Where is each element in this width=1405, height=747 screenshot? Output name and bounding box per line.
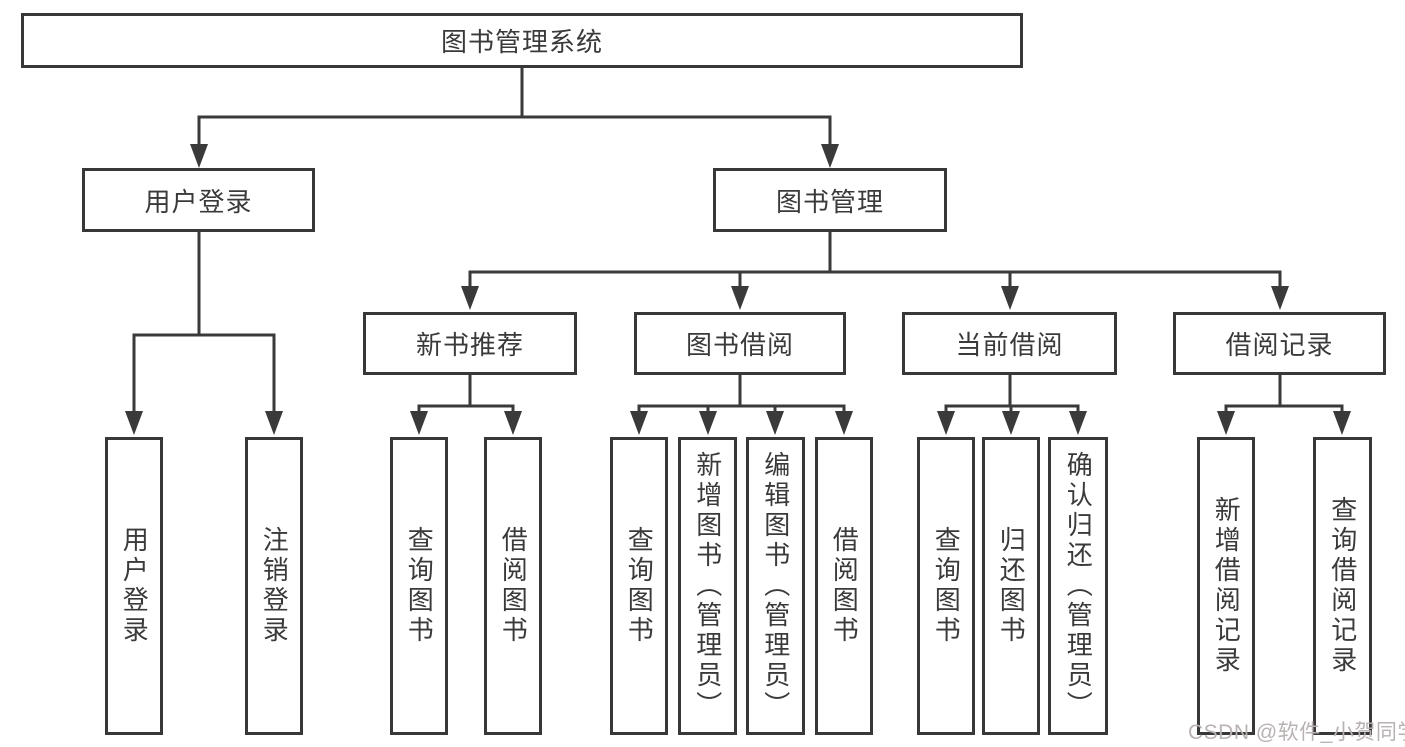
node-label: 查询图书: [624, 526, 655, 646]
node-label: 借阅图书: [498, 526, 529, 646]
leaf-current-query-books: 查询图书: [917, 437, 975, 735]
node-new-book-recommend: 新书推荐: [363, 312, 577, 375]
leaf-user-login: 用户登录: [105, 437, 163, 735]
leaf-logout: 注销登录: [245, 437, 303, 735]
node-label: 查询图书: [404, 526, 435, 646]
node-label: 图书管理: [775, 186, 884, 217]
node-label: 新增借阅记录: [1211, 496, 1242, 676]
node-user-login: 用户登录: [82, 168, 315, 232]
node-label: 确认归还（管理员）: [1063, 451, 1094, 721]
node-book-management: 图书管理: [713, 168, 947, 232]
leaf-recommend-borrow-books: 借阅图书: [484, 437, 542, 735]
arrowheads: [125, 144, 1351, 435]
node-label: 用户登录: [119, 526, 150, 646]
leaf-records-add-borrow-record: 新增借阅记录: [1197, 437, 1255, 735]
node-label: 用户登录: [144, 186, 253, 217]
csdn-watermark: CSDN @软件_小贺同学: [1188, 721, 1405, 744]
node-label: 图书管理系统: [440, 27, 603, 57]
node-label: 归还图书: [996, 526, 1027, 646]
node-label: 查询图书: [931, 526, 962, 646]
node-label: 查询借阅记录: [1327, 496, 1358, 676]
leaf-recommend-query-books: 查询图书: [390, 437, 448, 735]
node-label: 借阅记录: [1225, 330, 1334, 360]
node-label: 图书借阅: [685, 330, 794, 360]
node-label: 新书推荐: [415, 330, 524, 360]
node-label: 当前借阅: [955, 330, 1064, 360]
node-current-borrowing: 当前借阅: [902, 312, 1117, 375]
node-library-management-system: 图书管理系统: [21, 13, 1023, 68]
leaf-borrowing-add-books-admin: 新增图书（管理员）: [678, 437, 737, 735]
leaf-borrowing-borrow-books: 借阅图书: [815, 437, 873, 735]
leaf-current-confirm-return-admin: 确认归还（管理员）: [1048, 437, 1108, 735]
leaf-borrowing-edit-books-admin: 编辑图书（管理员）: [746, 437, 805, 735]
node-borrow-records: 借阅记录: [1173, 312, 1386, 375]
node-label: 借阅图书: [829, 526, 860, 646]
leaf-borrowing-query-books: 查询图书: [610, 437, 668, 735]
leaf-records-query-borrow-record: 查询借阅记录: [1313, 437, 1372, 735]
node-label: 新增图书（管理员）: [692, 451, 723, 721]
node-label: 注销登录: [259, 526, 290, 646]
node-book-borrowing: 图书借阅: [634, 312, 846, 375]
leaf-current-return-books: 归还图书: [982, 437, 1040, 735]
node-label: 编辑图书（管理员）: [760, 451, 791, 721]
